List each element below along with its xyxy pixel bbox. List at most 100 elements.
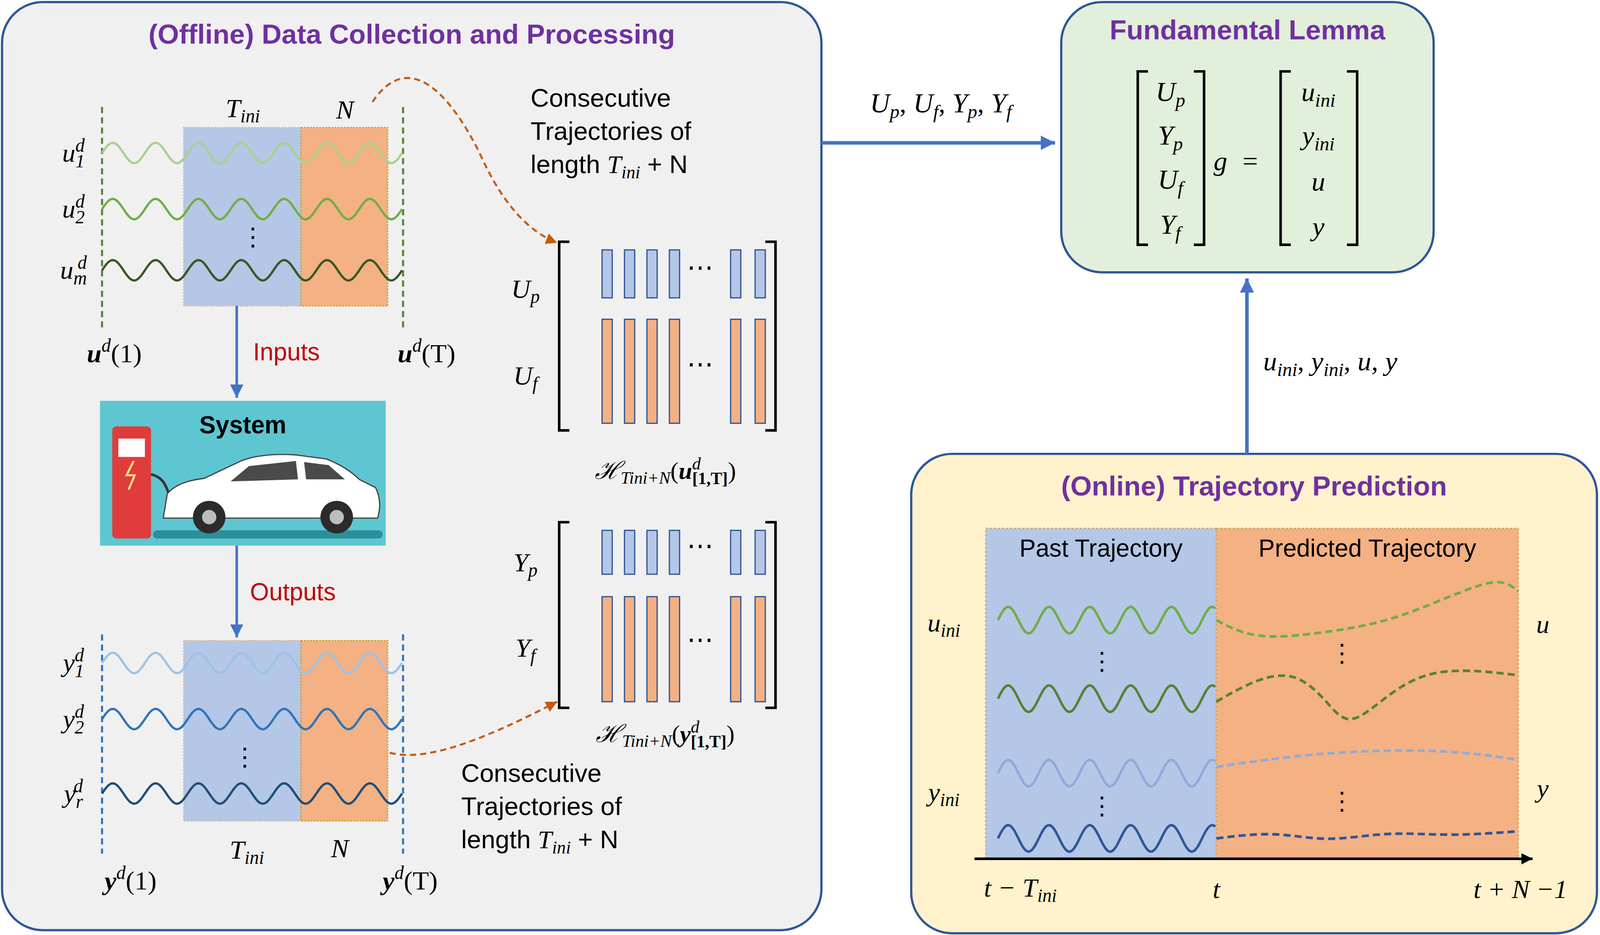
output-signal: [101, 709, 402, 730]
text-label: yini: [1302, 120, 1335, 156]
text-label: Consecutive Trajectories of length Tini …: [461, 757, 698, 860]
text-run: ini: [240, 106, 260, 127]
text-run: T: [537, 825, 553, 855]
text-run: y: [1302, 120, 1315, 151]
text-run: Inputs: [252, 338, 320, 366]
text-run: d: [412, 335, 422, 357]
future-column: [730, 596, 741, 703]
text-run: u: [60, 255, 74, 285]
text-run: U: [513, 360, 533, 391]
text-run: y: [1385, 345, 1398, 377]
text-label: yrd: [64, 775, 84, 812]
text-run: ⋯: [686, 530, 714, 561]
text-run: y: [1311, 345, 1324, 377]
text-run: (T): [403, 866, 438, 896]
past-column: [647, 530, 658, 575]
charger-bolt: [126, 461, 135, 490]
text-run: d: [75, 135, 85, 156]
text-label: Yp: [513, 547, 538, 581]
future-column: [755, 319, 766, 424]
text-label: ⋯: [686, 625, 714, 655]
text-run: y: [63, 648, 75, 678]
text-label: yd(1): [104, 863, 158, 897]
text-run: u: [1301, 75, 1315, 107]
text-label: ⋮: [1329, 639, 1355, 667]
text-run: =: [1240, 145, 1260, 177]
node-title: Fundamental Lemma: [1061, 14, 1434, 47]
text-label: t: [1212, 875, 1221, 905]
text-label: Outputs: [249, 578, 336, 606]
text-label: ℋTini+N(yd[1,T]): [595, 718, 735, 752]
system-box: System: [100, 400, 386, 546]
car-hub: [202, 510, 217, 525]
text-label: t − Tini: [983, 873, 1057, 907]
text-label: ⋯: [686, 252, 714, 283]
past-column: [647, 249, 658, 298]
text-run: u: [927, 607, 941, 638]
text-run: t + N −1: [1473, 874, 1568, 905]
matrix-bracket: [559, 241, 570, 431]
future-column: [624, 319, 636, 424]
text-label: y2d: [63, 701, 84, 738]
online-panel: (Online) Trajectory PredictionPast Traje…: [911, 453, 1598, 934]
text-run: ini: [1037, 885, 1057, 907]
node-title: System: [100, 411, 386, 440]
text-label: Tini: [225, 93, 260, 127]
text-label: t + N −1: [1473, 875, 1568, 905]
system-box-shape: [100, 400, 386, 546]
text-run: d: [116, 863, 126, 884]
text-label: uini: [1301, 76, 1336, 111]
text-run: t: [1212, 874, 1221, 905]
past-signal: [998, 607, 1216, 634]
past-column: [730, 530, 741, 575]
output-signal: [101, 653, 402, 674]
text-run: ini: [940, 620, 961, 641]
car-window: [230, 461, 298, 482]
text-run: f: [532, 373, 538, 394]
past-column: [601, 249, 613, 298]
text-label: N: [335, 95, 354, 126]
text-run: Outputs: [249, 577, 336, 606]
text-run: N: [331, 833, 349, 864]
text-run: ini: [1276, 359, 1298, 381]
future-column: [755, 596, 766, 703]
text-run: ⋯: [686, 252, 714, 283]
charger-screen: [118, 438, 146, 458]
text-run: u: [678, 456, 693, 484]
text-run: f: [530, 646, 536, 667]
text-run: ini: [1314, 89, 1336, 111]
future-column: [730, 319, 741, 424]
text-run: u: [62, 194, 76, 224]
text-run: ⋮: [1089, 647, 1115, 676]
matrix-bracket: [1347, 71, 1358, 246]
text-run: + N: [570, 825, 619, 854]
future-column: [647, 319, 658, 424]
text-label: Uf: [1157, 164, 1184, 199]
text-run: T: [607, 150, 622, 179]
text-run: y: [63, 704, 75, 734]
text-label: Consecutive Trajectories of length Tini …: [530, 81, 768, 185]
text-run: y: [104, 866, 117, 896]
text-run: Y: [952, 87, 968, 119]
text-label: ⋯: [686, 531, 714, 561]
text-run: ⋯: [686, 349, 714, 380]
text-run: ℋ: [594, 456, 621, 484]
text-run: ,: [1297, 345, 1312, 377]
text-run: ,: [1343, 345, 1358, 377]
text-run: d: [74, 645, 85, 666]
text-run: Tini+N: [621, 731, 672, 751]
text-run: u: [86, 338, 102, 369]
window-past-band: [183, 127, 301, 306]
text-run: y: [1312, 211, 1325, 242]
car-wheel: [193, 500, 226, 534]
past-column: [730, 249, 741, 298]
guide-line: [402, 107, 405, 332]
text-label: g: [1213, 146, 1228, 177]
node-title: (Online) Trajectory Prediction: [911, 470, 1598, 503]
text-run: u: [397, 338, 413, 369]
text-label: u1d: [62, 135, 85, 172]
text-label: Yp: [1157, 120, 1184, 156]
text-run: ini: [552, 837, 572, 858]
